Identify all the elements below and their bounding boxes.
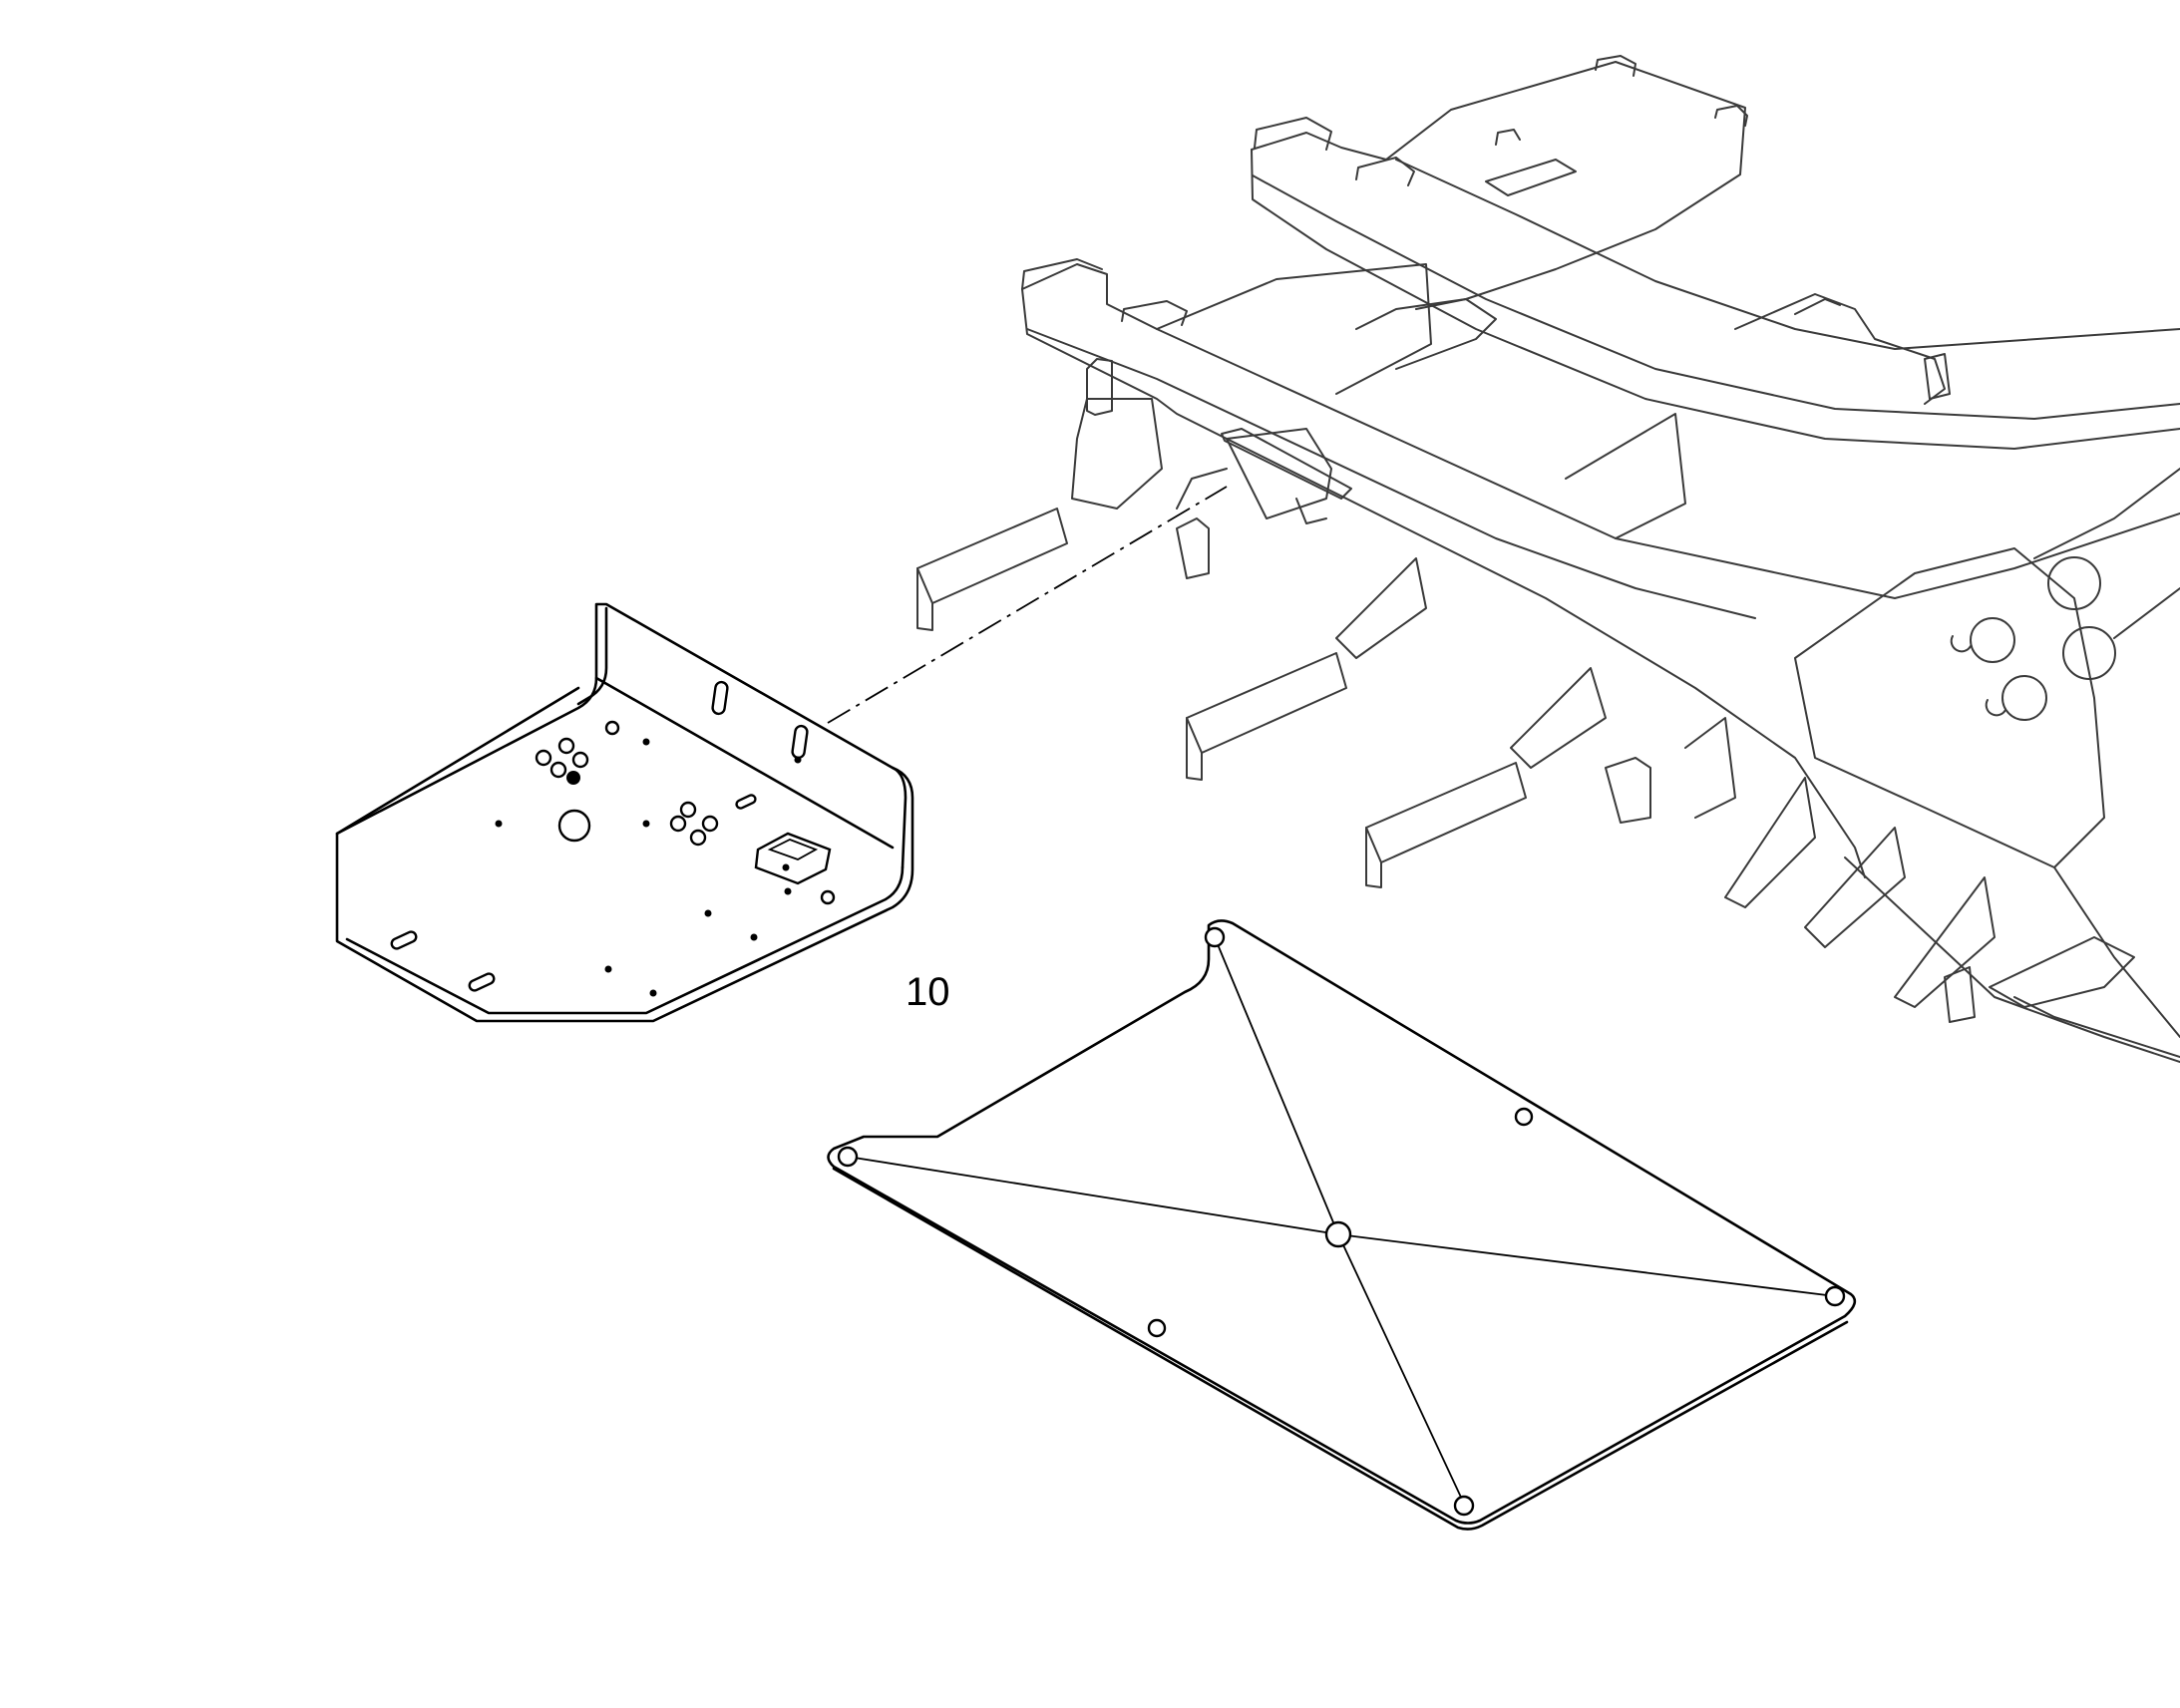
mounting-plate-bent — [335, 602, 914, 1023]
flat-plate — [827, 919, 1857, 1531]
callout-label: 10 — [906, 970, 950, 1014]
frame-assembly — [916, 55, 2180, 1063]
assembly-leader-line — [827, 486, 1228, 724]
